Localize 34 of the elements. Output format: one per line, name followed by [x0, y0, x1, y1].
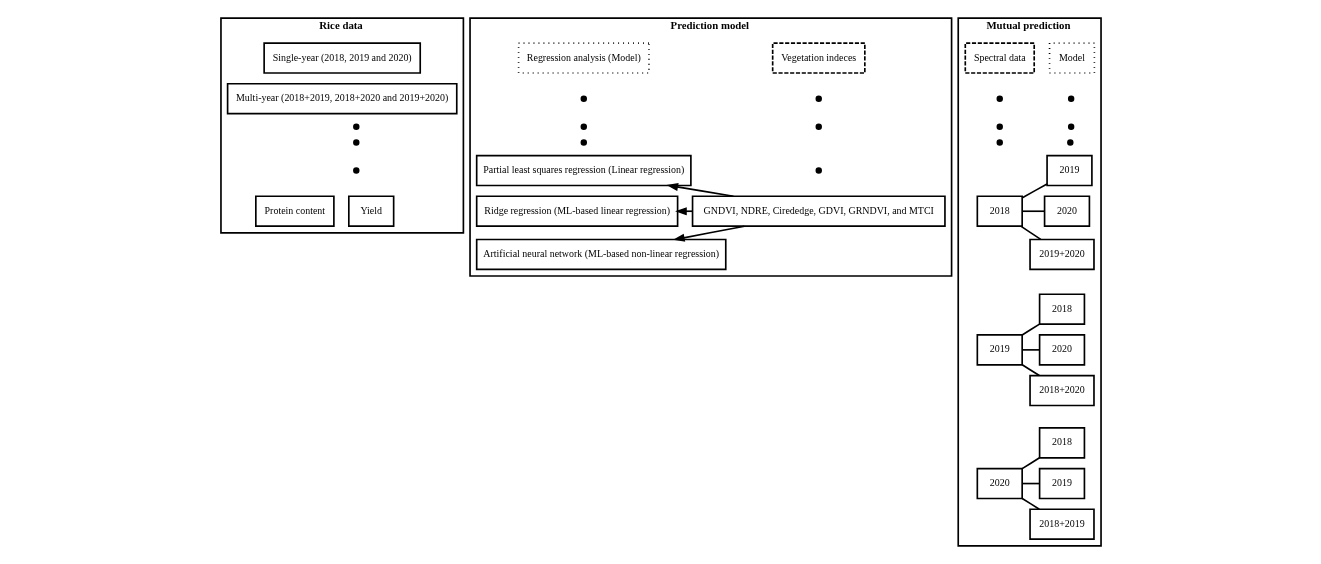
node-box: Regression analysis (Model) [517, 42, 650, 74]
node-box: GNDVI, NDRE, Cirededge, GDVI, GRNDVI, and MTCI [691, 195, 946, 227]
node-box: Ridge regression (ML-based linear regression) [475, 195, 678, 227]
connector [1020, 323, 1040, 336]
node-box: Single-year (2018, 2019 and 2020) [262, 42, 421, 74]
node-box: Spectral data [963, 42, 1035, 74]
connector [1019, 225, 1042, 241]
connector [1020, 363, 1040, 377]
node-box: Yield [347, 195, 394, 227]
node-box: 2018 [1038, 293, 1085, 325]
connector [1021, 349, 1040, 351]
node-box: Artificial neural network (ML-based non-linear regression) [475, 238, 727, 271]
node-box: 2018+2019 [1028, 508, 1095, 540]
arrow [665, 183, 734, 198]
connector [1021, 183, 1048, 199]
node-box: Partial least squares regression (Linear regression) [475, 154, 692, 187]
node-box: 2019 [1038, 467, 1085, 500]
connector [1020, 456, 1040, 470]
node-box: 2020 [976, 467, 1023, 500]
arrow [674, 207, 693, 216]
node-box: 2019+2020 [1028, 238, 1095, 271]
connector [1021, 210, 1045, 213]
node-box: 2018 [976, 195, 1023, 227]
node-box: Protein content [254, 195, 335, 227]
node-box: 2020 [1043, 195, 1090, 227]
node-box: Vegetation indeces [771, 42, 866, 74]
node-box: 2020 [1038, 334, 1085, 366]
node-box: 2018 [1038, 427, 1085, 459]
node-box: Multi-year (2018+2019, 2018+2020 and 2019+2020) [226, 82, 458, 115]
connector [1020, 497, 1040, 511]
node-box: 2018+2020 [1028, 374, 1095, 407]
node-box: 2019 [976, 334, 1023, 366]
node-box: 2019 [1045, 154, 1093, 187]
node-box: Model [1048, 42, 1095, 74]
